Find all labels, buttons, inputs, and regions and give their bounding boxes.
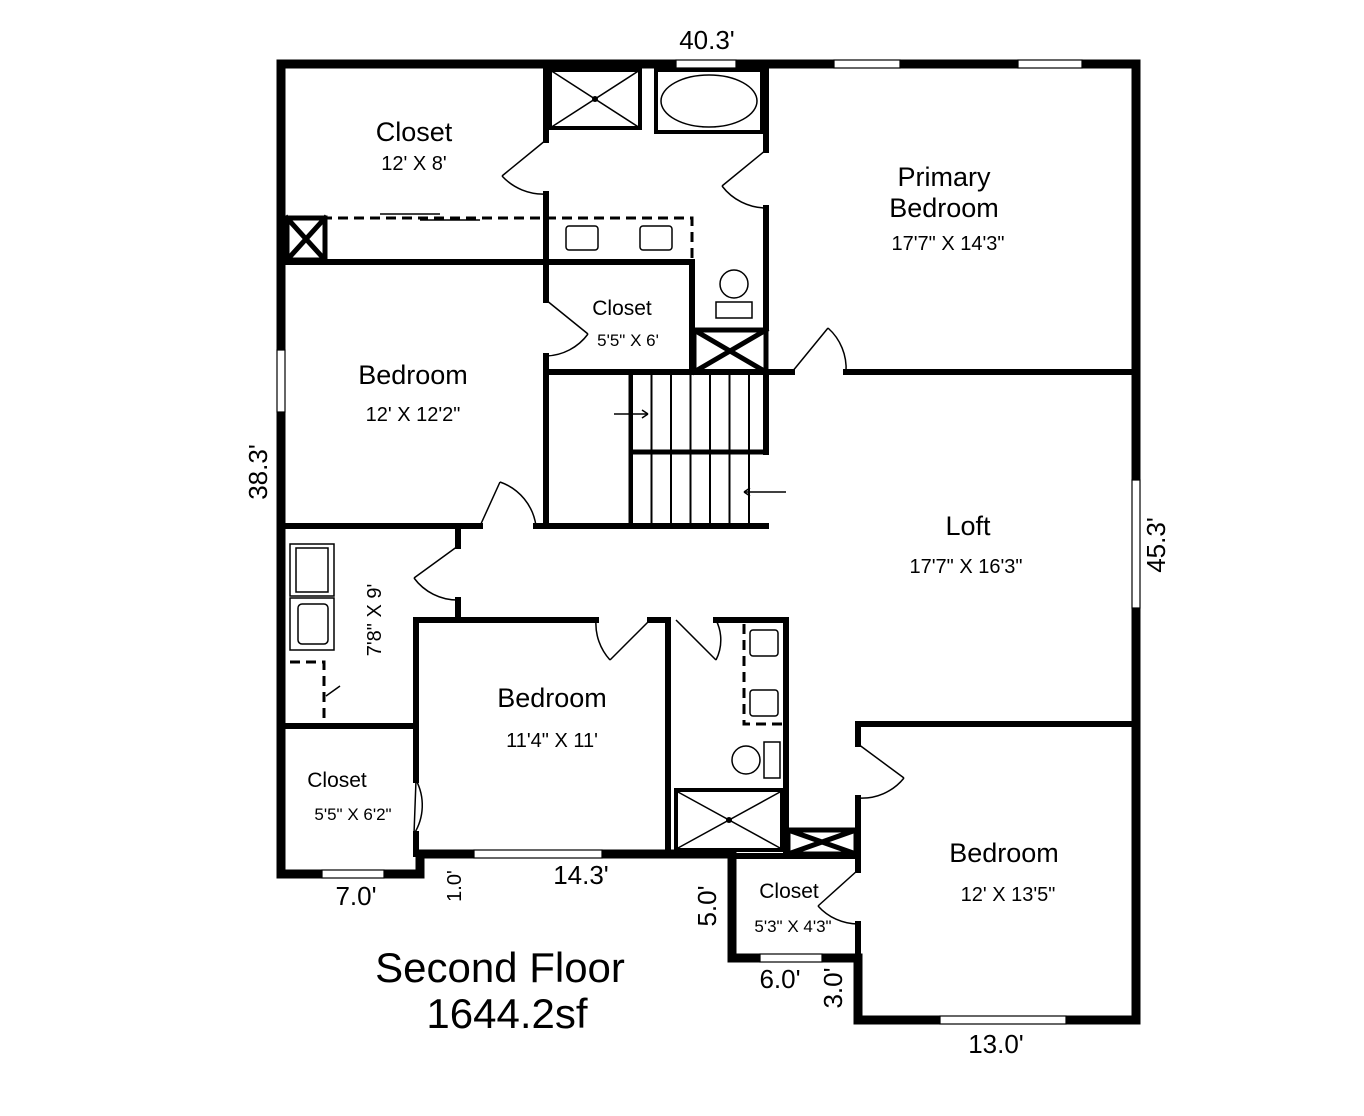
primary-bedroom-name-2: Bedroom [889, 193, 999, 223]
closet-sw-dims: 5'5" X 6'2" [314, 805, 391, 824]
stair-arrow-head [641, 409, 649, 419]
closet-master-name: Closet [376, 117, 453, 147]
dim-jog-bottom: 6.0' [759, 964, 800, 994]
closet-small-dims: 5'5" X 6' [597, 331, 659, 350]
loft-name: Loft [945, 511, 991, 541]
room-labels: Closet 12' X 8' Primary Bedroom 17'7" X … [307, 117, 1059, 936]
closet-small-name: Closet [592, 297, 652, 320]
primary-bedroom-dims: 17'7" X 14'3" [891, 233, 1004, 255]
stair-arrow-head [743, 487, 751, 497]
doors [413, 139, 905, 925]
exterior-dimensions: 40.3' 38.3' 45.3' 7.0' 1.0' 14.3' 5.0' 6… [243, 25, 1171, 1059]
closet-se-dims: 5'3" X 4'3" [754, 917, 831, 936]
dim-jog-vertical: 5.0' [692, 885, 722, 926]
closet-master-dims: 12' X 8' [381, 153, 446, 175]
plan-title: Second Floor 1644.2sf [375, 944, 625, 1037]
bedroom-nw-dims: 12' X 12'2" [366, 404, 461, 426]
dim-top: 40.3' [679, 25, 735, 55]
dim-bottom-right: 13.0' [968, 1029, 1024, 1059]
dim-left: 38.3' [243, 444, 273, 500]
interior-walls [282, 61, 1139, 961]
floor-area: 1644.2sf [426, 990, 587, 1037]
bedroom-se-name: Bedroom [949, 838, 1059, 868]
bedroom-mid-name: Bedroom [497, 683, 607, 713]
dim-bottom-jog: 1.0' [444, 870, 466, 902]
dim-bottom-left: 7.0' [335, 881, 376, 911]
bedroom-nw-name: Bedroom [358, 360, 468, 390]
closet-sw-name: Closet [307, 769, 367, 792]
dim-bottom-mid: 14.3' [553, 860, 609, 890]
laundry-dims: 7'8" X 9' [364, 584, 386, 657]
dim-right: 45.3' [1141, 517, 1171, 573]
loft-dims: 17'7" X 16'3" [909, 556, 1022, 578]
primary-bedroom-name-1: Primary [898, 162, 991, 192]
exterior-walls [276, 59, 1141, 1025]
closet-se-name: Closet [759, 880, 819, 903]
bedroom-se-dims: 12' X 13'5" [961, 884, 1056, 906]
windows [276, 59, 1141, 1025]
floor-name: Second Floor [375, 944, 625, 991]
fixtures [283, 68, 860, 858]
bedroom-mid-dims: 11'4" X 11' [506, 730, 598, 752]
dim-jog-small: 3.0' [818, 967, 848, 1008]
staircase [614, 374, 786, 524]
